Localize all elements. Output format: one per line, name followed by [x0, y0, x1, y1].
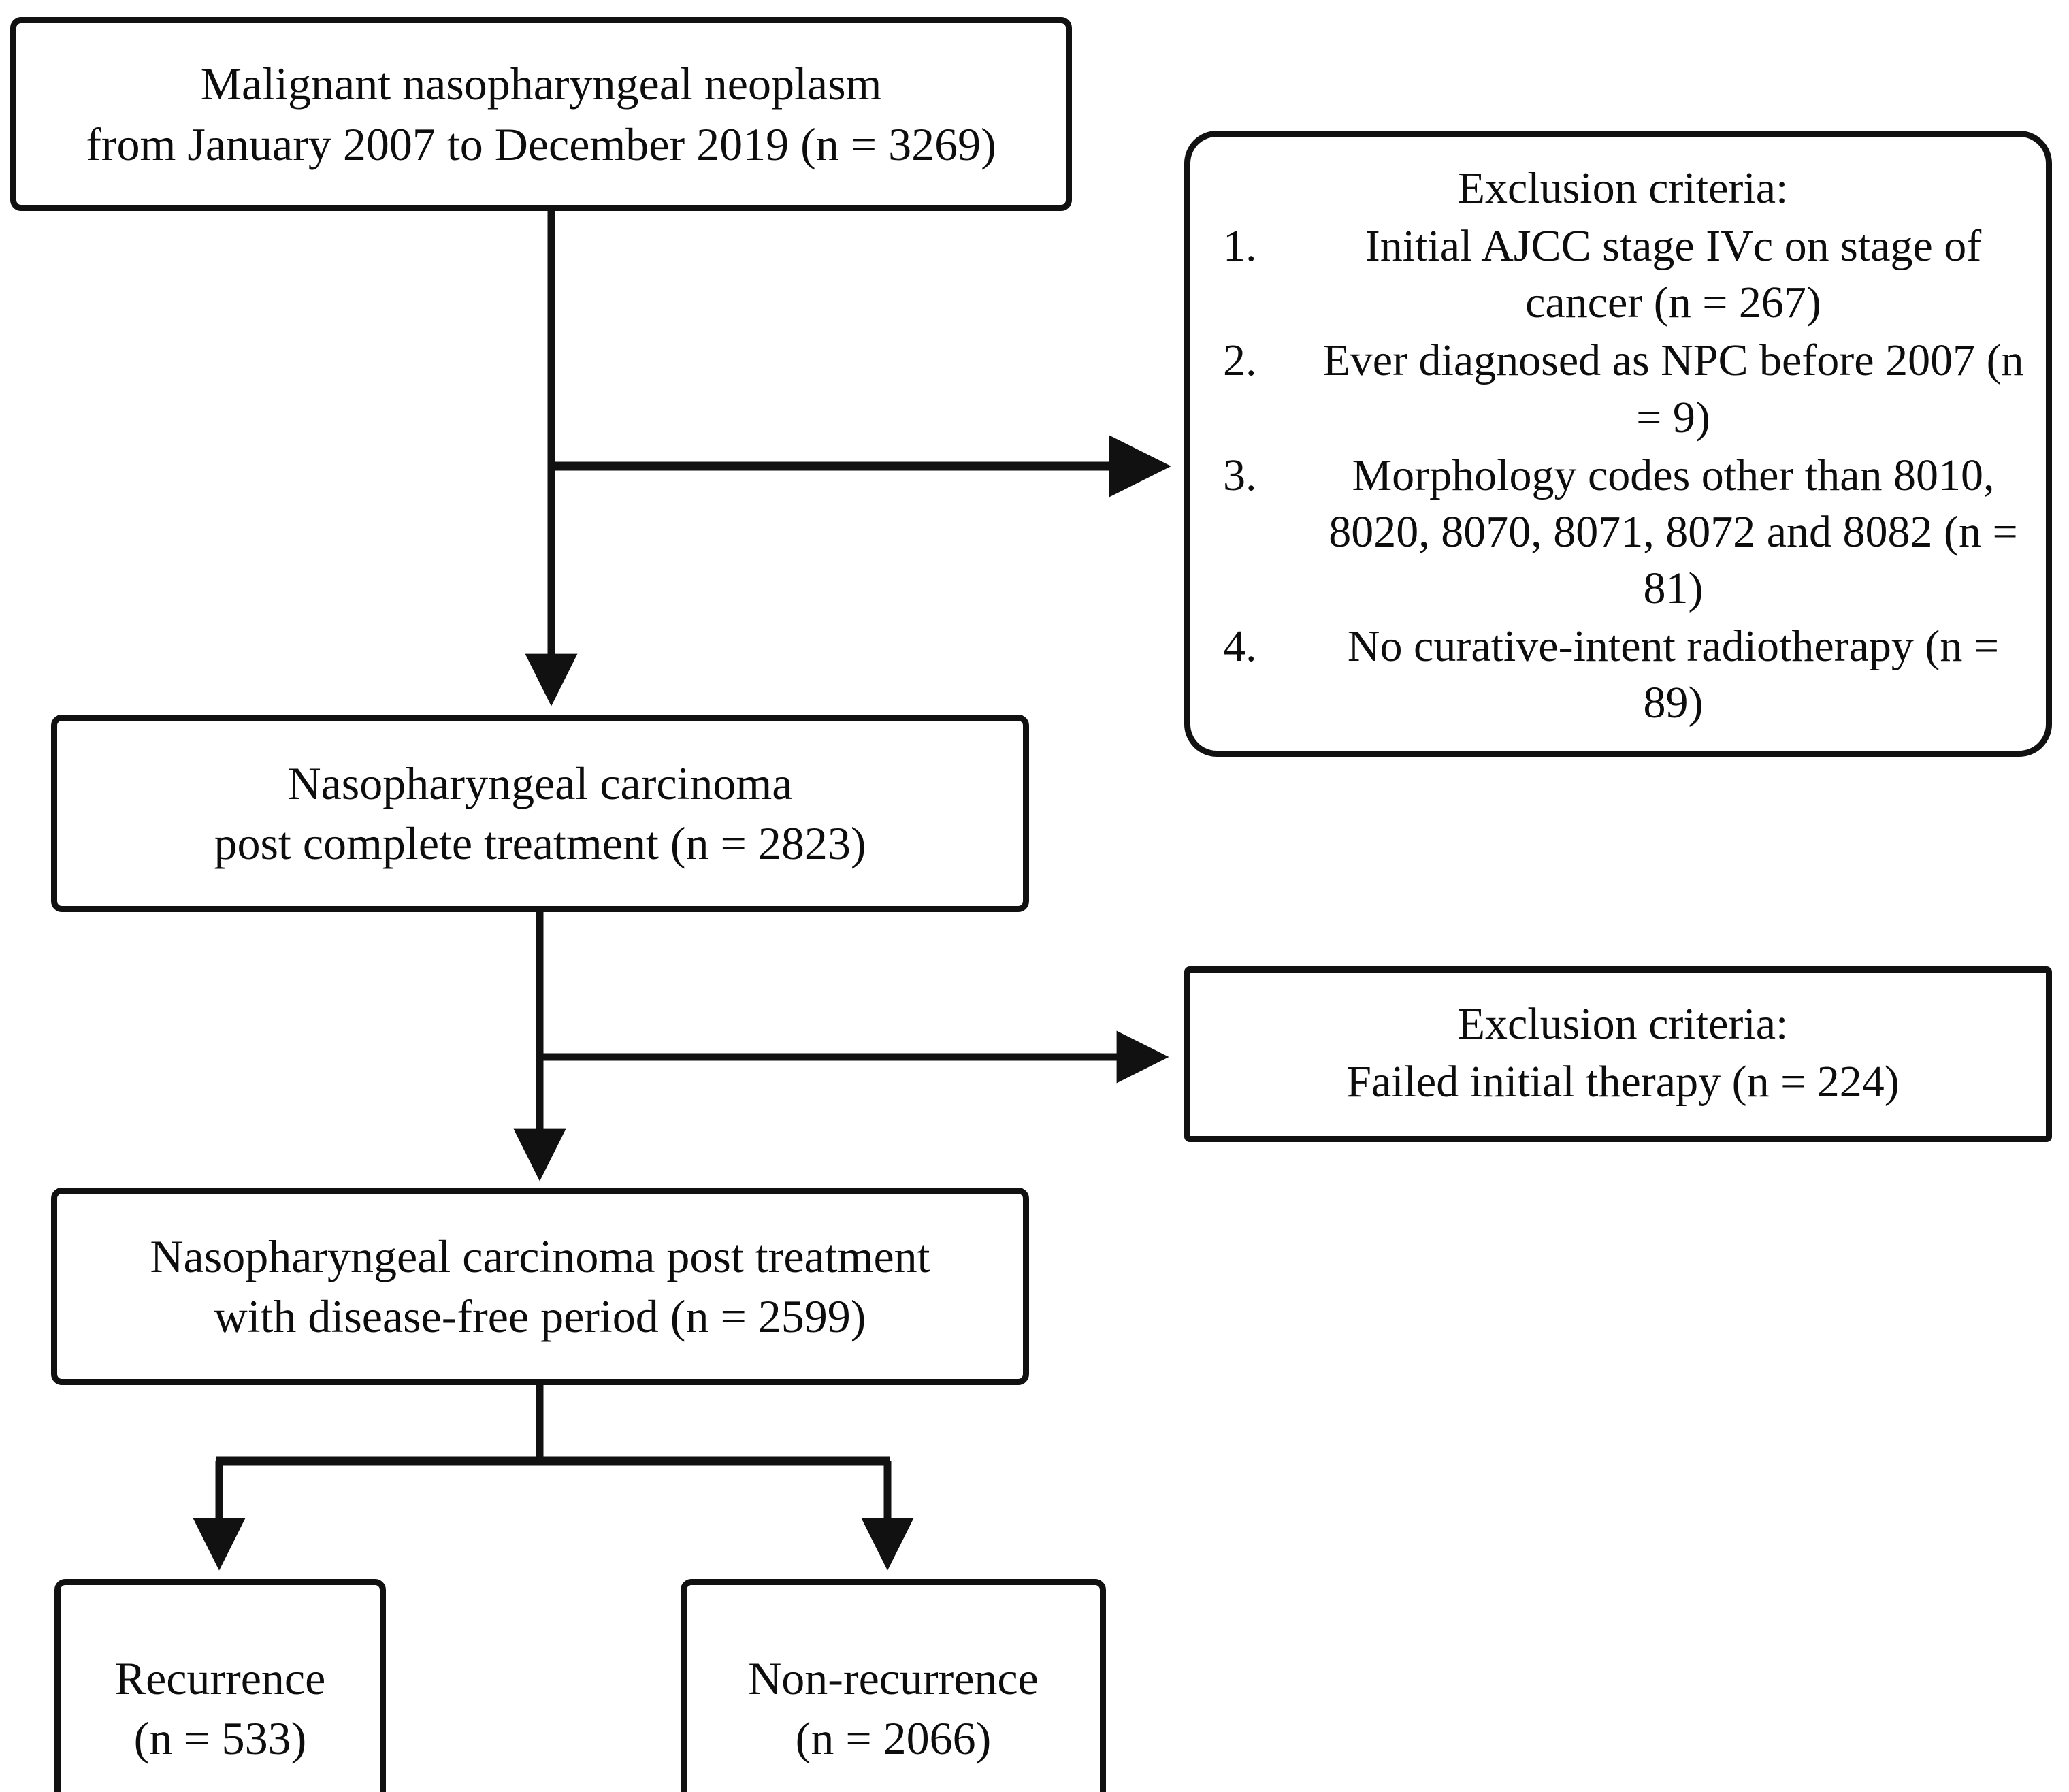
node-disease-free-box: Nasopharyngeal carcinoma post treatment …	[51, 1188, 1029, 1385]
node-cohort-box: Malignant nasopharyngeal neoplasm from J…	[10, 17, 1072, 211]
node-disease-free-label: Nasopharyngeal carcinoma post treatment …	[150, 1230, 930, 1342]
exclusion-1-item-text: Initial AJCC stage IVc on stage of cance…	[1365, 221, 1982, 328]
exclusion-1-title: Exclusion criteria:	[1457, 163, 1789, 213]
exclusion-1-item: 2. Ever diagnosed as NPC before 2007 (n …	[1213, 332, 2032, 445]
node-carcinoma-label: Nasopharyngeal carcinoma post complete t…	[214, 757, 866, 869]
node-cohort-label: Malignant nasopharyngeal neoplasm from J…	[86, 58, 996, 170]
node-non-recurrence-label: Non-recurrence (n = 2066)	[748, 1652, 1039, 1764]
exclusion-1-item: 3. Morphology codes other than 8010, 802…	[1213, 447, 2032, 617]
exclusion-1-item-number: 3.	[1223, 450, 1257, 500]
exclusion-1-item-number: 1.	[1223, 221, 1257, 272]
exclusion-2-title: Exclusion criteria:	[1457, 999, 1789, 1049]
exclusion-1-item-number: 2.	[1223, 336, 1257, 386]
exclusion-1-item-text: No curative-intent radiotherapy (n = 89)	[1347, 621, 2000, 728]
node-recurrence-label: Recurrence (n = 533)	[114, 1652, 326, 1764]
exclusion-1-item: 1. Initial AJCC stage IVc on stage of ca…	[1213, 218, 2032, 331]
exclusion-2-line: Failed initial therapy (n = 224)	[1346, 1057, 1900, 1107]
exclusion-1-item-text: Ever diagnosed as NPC before 2007 (n = 9…	[1322, 336, 2024, 442]
exclusion-criteria-box-2: Exclusion criteria: Failed initial thera…	[1184, 966, 2052, 1142]
exclusion-criteria-box-1: Exclusion criteria: 1. Initial AJCC stag…	[1184, 131, 2052, 757]
exclusion-1-item: 4. No curative-intent radiotherapy (n = …	[1213, 618, 2032, 731]
node-recurrence-box: Recurrence (n = 533)	[54, 1579, 386, 1792]
exclusion-1-item-text: Morphology codes other than 8010, 8020, …	[1329, 450, 2018, 614]
connector-diseasefree-split	[193, 1385, 914, 1571]
node-non-recurrence-box: Non-recurrence (n = 2066)	[681, 1579, 1106, 1792]
node-carcinoma-box: Nasopharyngeal carcinoma post complete t…	[51, 715, 1029, 912]
exclusion-1-list: 1. Initial AJCC stage IVc on stage of ca…	[1213, 218, 2032, 731]
exclusion-1-item-number: 4.	[1223, 621, 1257, 672]
